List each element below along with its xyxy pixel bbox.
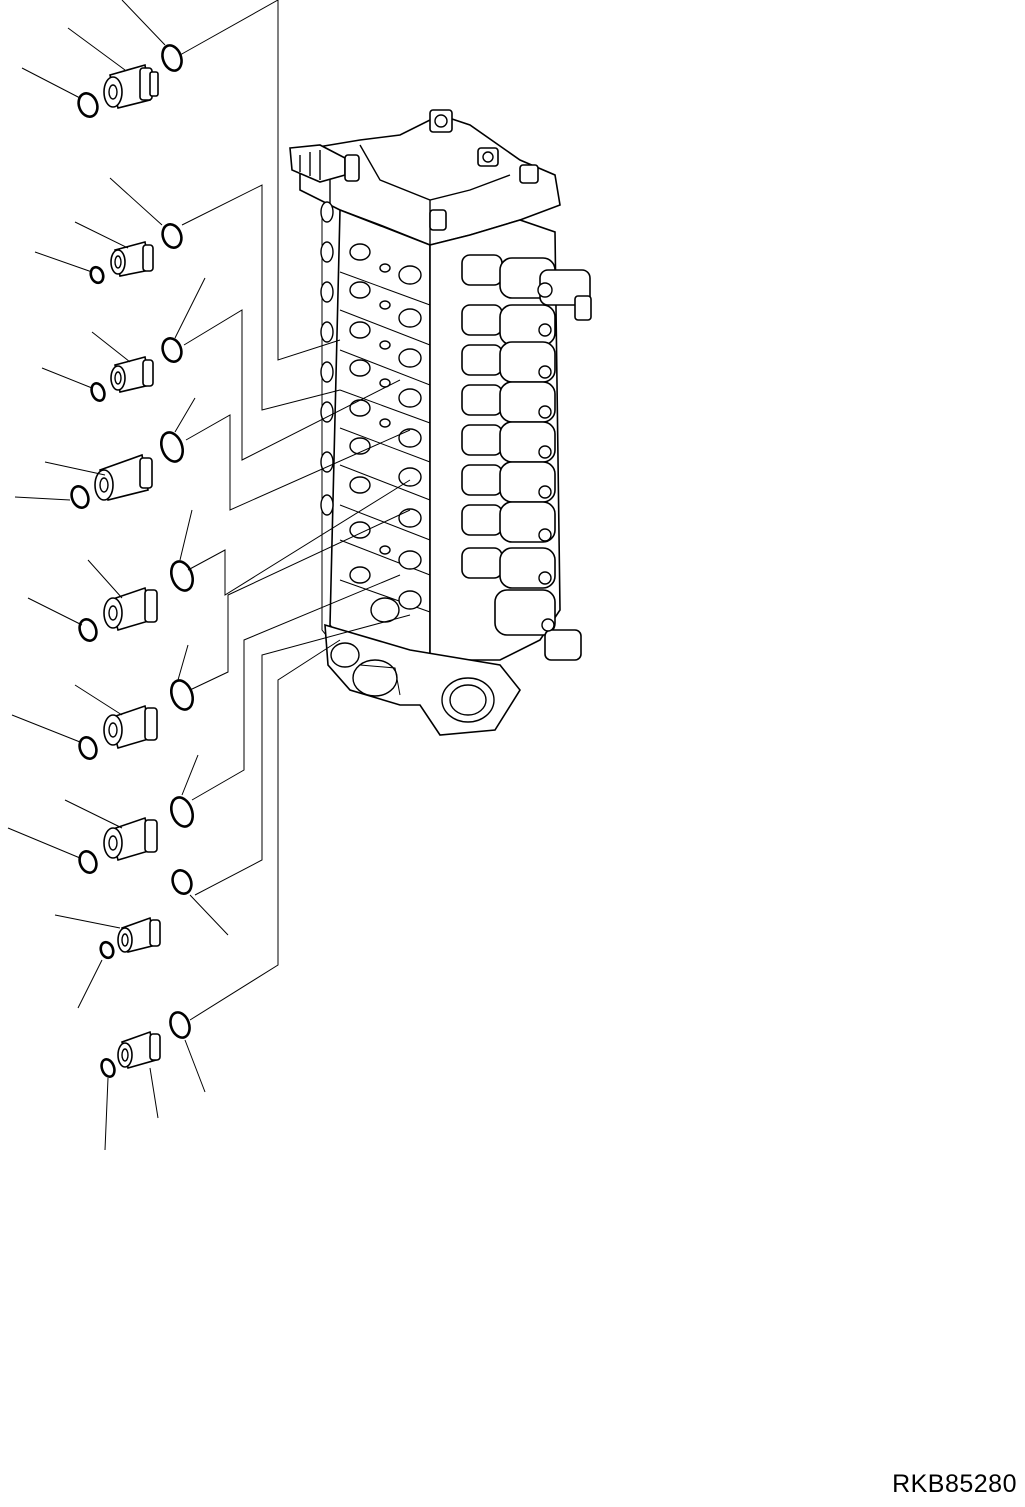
fitting-row-1 bbox=[22, 0, 185, 119]
spool-cap-holes bbox=[538, 283, 554, 631]
fitting-row-2 bbox=[35, 178, 185, 285]
fitting-row-4 bbox=[15, 398, 195, 510]
fitting-row-8 bbox=[55, 868, 228, 1008]
fitting-row-3 bbox=[42, 278, 205, 403]
fitting-row-7 bbox=[8, 755, 198, 875]
fitting-row-9 bbox=[99, 1010, 205, 1150]
fitting-row-5 bbox=[28, 510, 197, 643]
fitting-row-6 bbox=[12, 645, 197, 761]
leader-lines bbox=[180, 0, 410, 1020]
valve-ports bbox=[350, 244, 421, 622]
drawing-code-label: RKB85280 bbox=[892, 1470, 1017, 1498]
control-valve-assembly bbox=[290, 110, 591, 735]
